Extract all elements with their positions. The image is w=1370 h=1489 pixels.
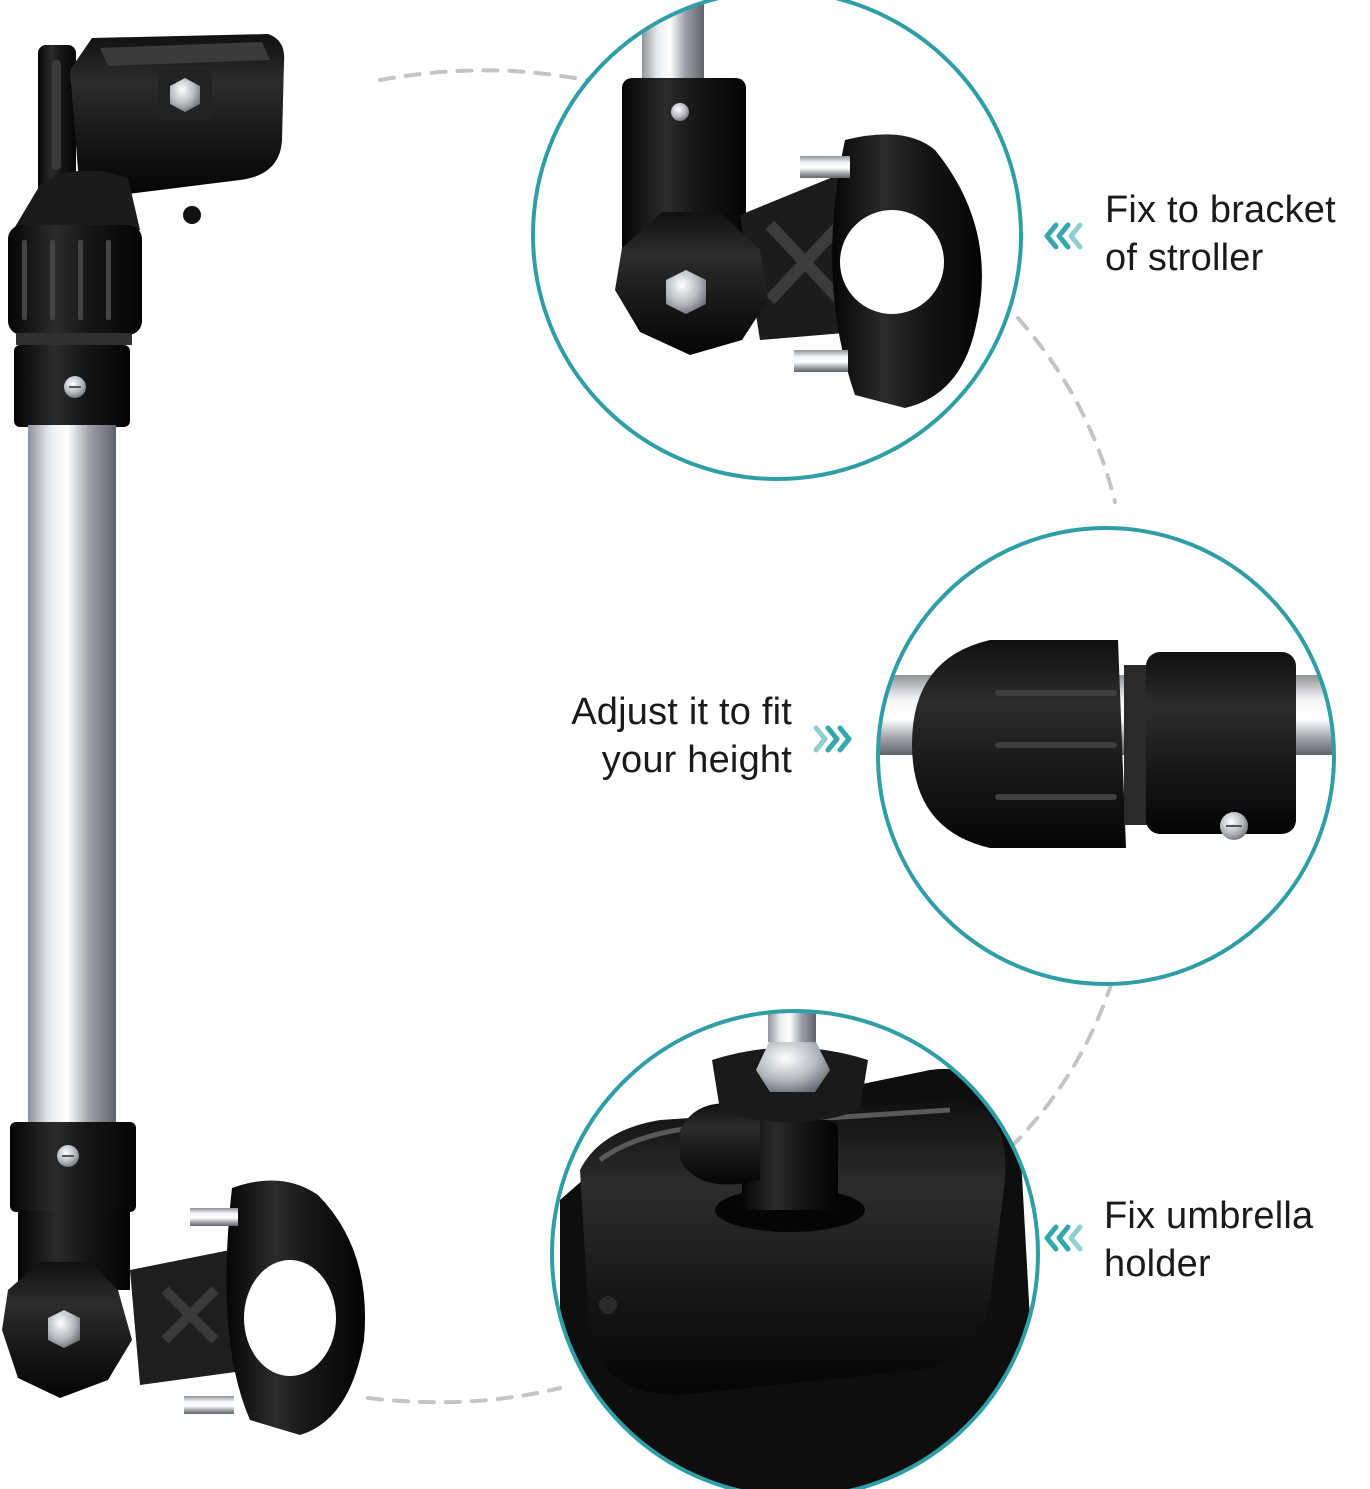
detail-circle-umbrella bbox=[550, 1009, 1040, 1489]
upper-sleeve bbox=[14, 345, 130, 427]
callout-fix-bracket: Fix to bracket of stroller bbox=[1105, 186, 1336, 282]
umbrella-holder-rod bbox=[2, 34, 366, 1435]
callout-umbrella-line-1: Fix umbrella bbox=[1104, 1195, 1314, 1237]
callout-umbrella-line-2: holder bbox=[1104, 1243, 1211, 1285]
callout-bracket-line-2: of stroller bbox=[1105, 237, 1264, 279]
callout-fix-umbrella: Fix umbrella holder bbox=[1104, 1192, 1313, 1288]
connector-lower-right bbox=[1008, 980, 1114, 1150]
callout-bracket-line-1: Fix to bracket bbox=[1105, 189, 1336, 231]
callout-height-line-1: Adjust it to fit bbox=[571, 691, 792, 733]
double-chevron-left-icon bbox=[1044, 1224, 1083, 1252]
chrome-tube bbox=[28, 425, 116, 1125]
connector-top bbox=[378, 68, 614, 88]
callout-height-line-2: your height bbox=[601, 739, 792, 781]
top-umbrella-clip bbox=[38, 34, 285, 224]
double-chevron-right-icon bbox=[813, 725, 852, 753]
connector-upper-right bbox=[1016, 316, 1117, 504]
detail-circle-bracket bbox=[531, 0, 1023, 481]
dashed-connectors bbox=[366, 68, 1117, 1405]
callout-adjust-height: Adjust it to fit your height bbox=[500, 688, 792, 784]
detail-circle-height bbox=[876, 526, 1336, 986]
double-chevron-left-icon bbox=[1044, 222, 1083, 250]
connector-bottom bbox=[366, 1386, 562, 1405]
bottom-stroller-clamp bbox=[2, 1180, 366, 1435]
upper-adjust-knob bbox=[8, 170, 142, 345]
